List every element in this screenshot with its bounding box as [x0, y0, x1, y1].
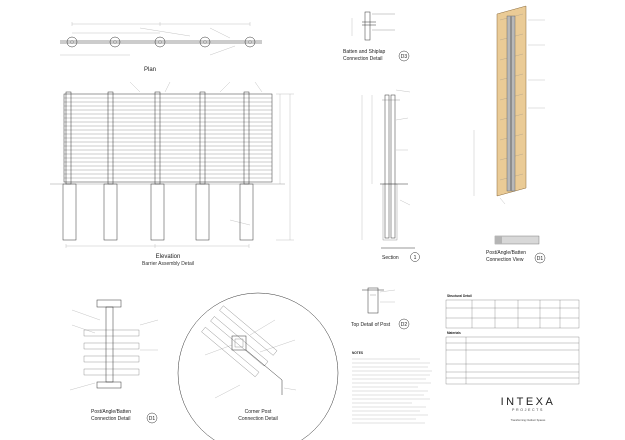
d1-ref: D1 [149, 416, 156, 422]
section-title: Section [382, 255, 399, 261]
elevation-battens [64, 97, 272, 179]
brand-logo: INTEXA PROJECTS Transforming Outdoor Spa… [501, 396, 556, 422]
view-subtitle: Connection View [486, 257, 524, 263]
brand-name: INTEXA [501, 396, 556, 408]
structural-heading: Structural Detail [447, 294, 472, 298]
section-ref: 1 [414, 255, 417, 261]
notes-heading: NOTES [352, 351, 363, 355]
connection-view: Post/Angle/Batten Connection View D1 [473, 5, 546, 264]
plan-title: Plan [144, 67, 156, 73]
d3-subtitle: Connection Detail [343, 56, 382, 62]
structural-detail: Structural Detail [445, 294, 580, 329]
view-ref: D1 [537, 256, 544, 262]
detail-d1: Post/Angle/Batten Connection Detail D1 [69, 299, 159, 424]
d3-title: Batten and Shiplap [343, 49, 385, 55]
detail-d2: Top Detail of Post D2 [351, 287, 410, 330]
section-view: Section 1 [361, 89, 420, 262]
d3-ref: D3 [401, 54, 408, 60]
notes-lines [352, 358, 432, 424]
d2-ref: D2 [401, 322, 408, 328]
detail-d3: Batten and Shiplap Connection Detail D3 [343, 11, 410, 62]
d1-battens [83, 329, 140, 376]
elevation-title: Elevation [156, 254, 181, 260]
materials-heading: Materials [447, 331, 461, 335]
corner-subtitle: Connection Detail [238, 416, 277, 422]
plan-posts [66, 36, 256, 48]
plan-view: Plan [60, 22, 262, 73]
d1-title: Post/Angle/Batten [91, 409, 131, 415]
view-title: Post/Angle/Batten [486, 250, 526, 256]
elevation-footings [62, 183, 254, 241]
corner-title: Corner Post [245, 409, 272, 415]
d2-title: Top Detail of Post [351, 322, 391, 328]
elevation-view: Elevation Barrier Assembly Detail [50, 81, 294, 267]
corner-post-detail: Corner Post Connection Detail [177, 292, 339, 440]
brand-sub: PROJECTS [512, 408, 544, 412]
brand-tagline: Transforming Outdoor Spaces [511, 418, 546, 422]
materials-table: Materials [445, 331, 580, 385]
elevation-subtitle: Barrier Assembly Detail [142, 261, 194, 267]
notes-block: NOTES [352, 351, 432, 424]
d1-subtitle: Connection Detail [91, 416, 130, 422]
